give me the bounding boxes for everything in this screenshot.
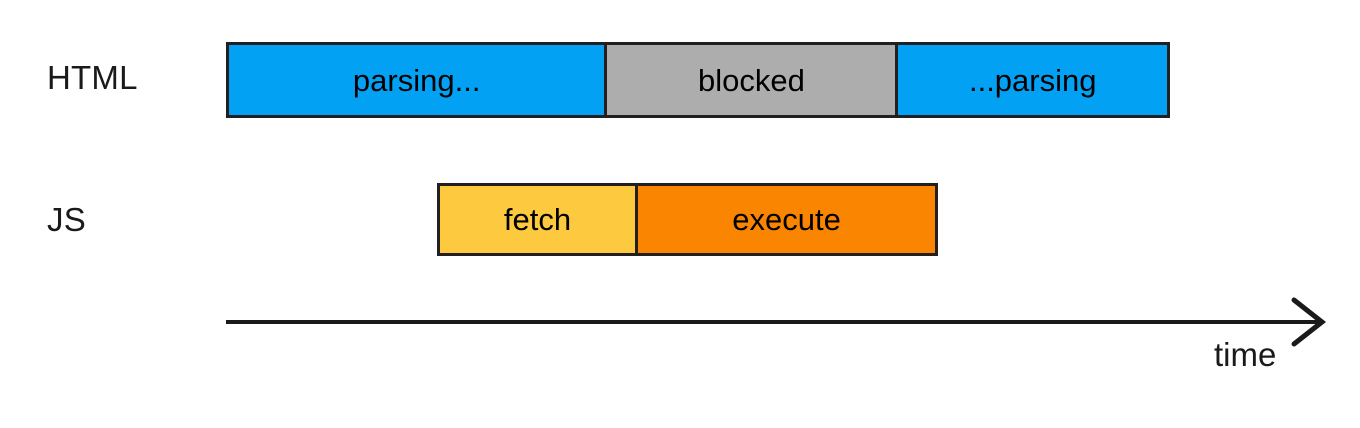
html-segment-parsing-start: parsing... [226, 42, 608, 118]
js-segment-execute-label: execute [732, 202, 841, 237]
html-timeline-track: parsing... blocked ...parsing [226, 42, 1170, 118]
html-row-label: HTML [47, 59, 138, 96]
html-segment-blocked-label: blocked [697, 62, 805, 98]
html-segment-parsing-end: ...parsing [895, 42, 1170, 118]
html-segment-parsing-start-label: parsing... [352, 62, 481, 98]
time-axis-arrow [226, 296, 1336, 350]
js-segment-execute: execute [635, 183, 938, 256]
html-segment-parsing-end-label: ...parsing [968, 62, 1097, 98]
js-timeline-track: fetch execute [437, 183, 938, 256]
js-segment-fetch-label: fetch [503, 202, 572, 237]
js-segment-fetch: fetch [437, 183, 639, 256]
js-row-label: JS [47, 201, 86, 238]
time-axis-label: time [1214, 336, 1277, 373]
html-segment-blocked: blocked [604, 42, 899, 118]
